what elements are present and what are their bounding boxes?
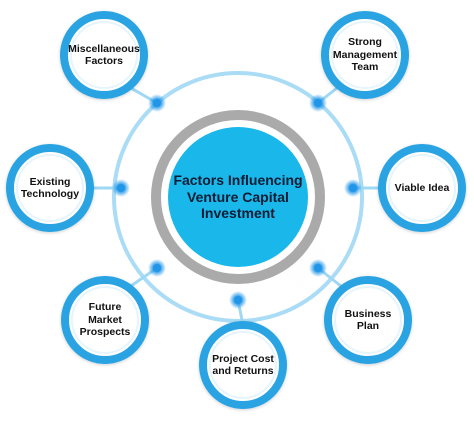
- center-hub: [151, 110, 330, 290]
- connector-dot-future-market-prospects: [153, 264, 161, 272]
- outer-ring: [112, 71, 364, 323]
- node-inner-existing-technology: [16, 154, 84, 222]
- node-ring-miscellaneous: [60, 11, 148, 99]
- connector-dot-business-plan: [314, 264, 322, 272]
- node-ring-viable-idea: [378, 144, 466, 232]
- node-ring-existing-technology: [6, 144, 94, 232]
- node-ring-future-market-prospects: [61, 276, 149, 364]
- node-inner-business-plan: [334, 286, 402, 354]
- connector-dot-project-cost-returns: [234, 296, 242, 304]
- node-ring-strong-management-team: [321, 11, 409, 99]
- node-inner-future-market-prospects: [71, 286, 139, 354]
- connector-dot-viable-idea: [349, 184, 357, 192]
- satellite-nodes: [6, 11, 466, 409]
- connector-dot-strong-management-team: [314, 99, 322, 107]
- node-inner-strong-management-team: [331, 21, 399, 89]
- connector-dot-miscellaneous: [153, 99, 161, 107]
- node-inner-project-cost-returns: [209, 331, 277, 399]
- connector-dot-existing-technology: [117, 184, 125, 192]
- node-inner-viable-idea: [388, 154, 456, 222]
- connector-dots: [112, 94, 362, 309]
- node-ring-business-plan: [324, 276, 412, 364]
- center-fill: [168, 127, 308, 267]
- node-ring-project-cost-returns: [199, 321, 287, 409]
- node-inner-miscellaneous: [70, 21, 138, 89]
